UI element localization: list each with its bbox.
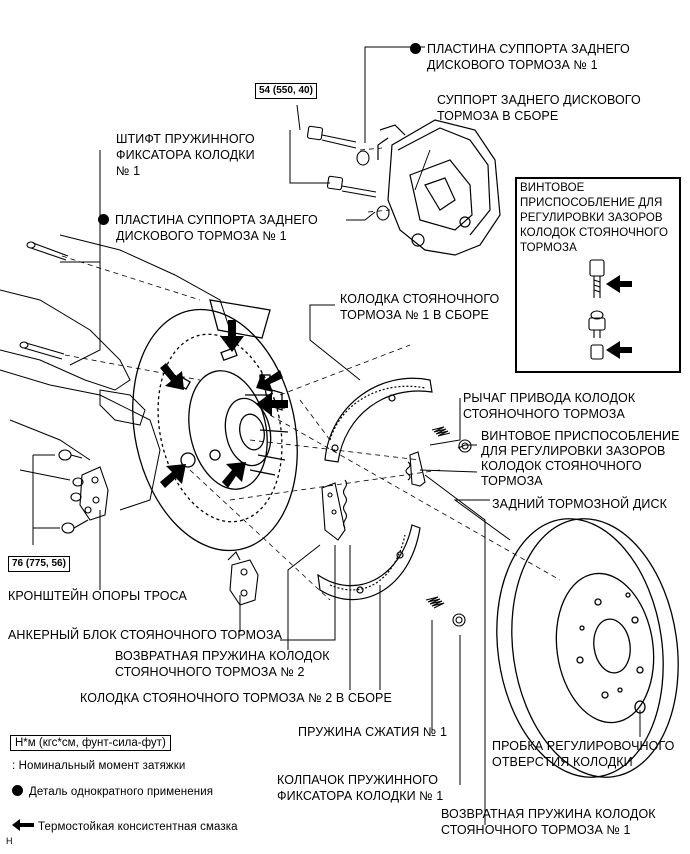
legend-specified-torque: : Номинальный момент затяжки: [12, 760, 186, 772]
lever-label-2: СТОЯНОЧНОГО ТОРМОЗА: [463, 407, 625, 421]
lever-label-1: РЫЧАГ ПРИВОДА КОЛОДОК: [463, 391, 636, 405]
bracket-bolt-torque: 76 (775, 56): [8, 556, 70, 572]
caliper-assy-label-2: ТОРМОЗА В СБОРЕ: [437, 109, 559, 123]
caliper-plate-1-label-top: ПЛАСТИНА СУППОРТА ЗАДНЕГО: [410, 41, 630, 57]
caliper-assy-label-1: СУППОРТ ЗАДНЕГО ДИСКОВОГО: [437, 93, 641, 107]
grease-arrow-icon: [12, 819, 34, 831]
inset-label-3: РЕГУЛИРОВКИ ЗАЗОРОВ: [520, 212, 663, 224]
caliper-bolt-torque: 54 (550, 40): [255, 83, 317, 99]
pin-label-2: ФИКСАТОРА КОЛОДКИ: [116, 148, 255, 162]
adjuster-label-2: ДЛЯ РЕГУЛИРОВКИ ЗАЗОРОВ: [481, 444, 666, 458]
shoe1-label-2: ТОРМОЗА № 1 В СБОРЕ: [340, 308, 489, 322]
cap-label-2: ФИКСАТОРА КОЛОДКИ № 1: [277, 789, 444, 803]
shoe1-label-1: КОЛОДКА СТОЯНОЧНОГО: [340, 292, 500, 306]
disc-label: ЗАДНИЙ ТОРМОЗНОЙ ДИСК: [492, 497, 667, 511]
cable-bracket-label: КРОНШТЕЙН ОПОРЫ ТРОСА: [8, 589, 187, 603]
non-reusable-dot-icon: [410, 43, 421, 54]
anchor-label: АНКЕРНЫЙ БЛОК СТОЯНОЧНОГО ТОРМОЗА: [8, 628, 283, 642]
adjuster-inset: ВИНТОВОЕ ПРИСПОСОБЛЕНИЕ ДЛЯ РЕГУЛИРОВКИ …: [515, 177, 681, 373]
inset-label-1: ВИНТОВОЕ: [520, 182, 585, 194]
plug-label-2: ОТВЕРСТИЯ КОЛОДКИ: [492, 755, 633, 769]
inset-label-2: ПРИСПОСОБЛЕНИЕ ДЛЯ: [520, 197, 663, 209]
adjuster-label-1: ВИНТОВОЕ ПРИСПОСОБЛЕНИЕ: [481, 429, 680, 443]
return-spring1-label-2: СТОЯНОЧНОГО ТОРМОЗА № 1: [441, 823, 631, 837]
figure-code: H: [6, 836, 13, 846]
non-reusable-dot-icon: [12, 785, 23, 796]
shoe2-label: КОЛОДКА СТОЯНОЧНОГО ТОРМОЗА № 2 В СБОРЕ: [80, 691, 392, 705]
caliper-plate-2-label-top: ПЛАСТИНА СУППОРТА ЗАДНЕГО: [98, 212, 318, 228]
adjuster-label-3: КОЛОДОК СТОЯНОЧНОГО: [481, 459, 642, 473]
comp-spring-label: ПРУЖИНА СЖАТИЯ № 1: [298, 725, 448, 739]
return-spring1-label-1: ВОЗВРАТНАЯ ПРУЖИНА КОЛОДОК: [441, 807, 656, 821]
return-spring2-label-1: ВОЗВРАТНАЯ ПРУЖИНА КОЛОДОК: [115, 649, 330, 663]
return-spring2-label-2: СТОЯНОЧНОГО ТОРМОЗА № 2: [115, 665, 305, 679]
non-reusable-dot-icon: [98, 214, 109, 225]
inset-label-4: КОЛОДОК СТОЯНОЧНОГО: [520, 227, 669, 239]
cap-label-1: КОЛПАЧОК ПРУЖИННОГО: [277, 773, 439, 787]
pin-label-3: № 1: [116, 164, 141, 178]
caliper-plate-1-label-bottom: ДИСКОВОГО ТОРМОЗА № 1: [427, 58, 598, 72]
legend-torque-units: Н*м (кгс*см, фунт-сила-фут): [10, 735, 171, 751]
legend-non-reusable: Деталь однократного применения: [12, 785, 213, 800]
inset-label-5: ТОРМОЗА: [520, 242, 577, 254]
plug-label-1: ПРОБКА РЕГУЛИРОВОЧНОГО: [492, 739, 675, 753]
pin-label-1: ШТИФТ ПРУЖИННОГО: [116, 132, 255, 146]
caliper-plate-2-label-bottom: ДИСКОВОГО ТОРМОЗА № 1: [116, 229, 287, 243]
legend-grease: Термостойкая консистентная смазка: [12, 819, 238, 835]
adjuster-label-4: ТОРМОЗА: [481, 474, 543, 488]
